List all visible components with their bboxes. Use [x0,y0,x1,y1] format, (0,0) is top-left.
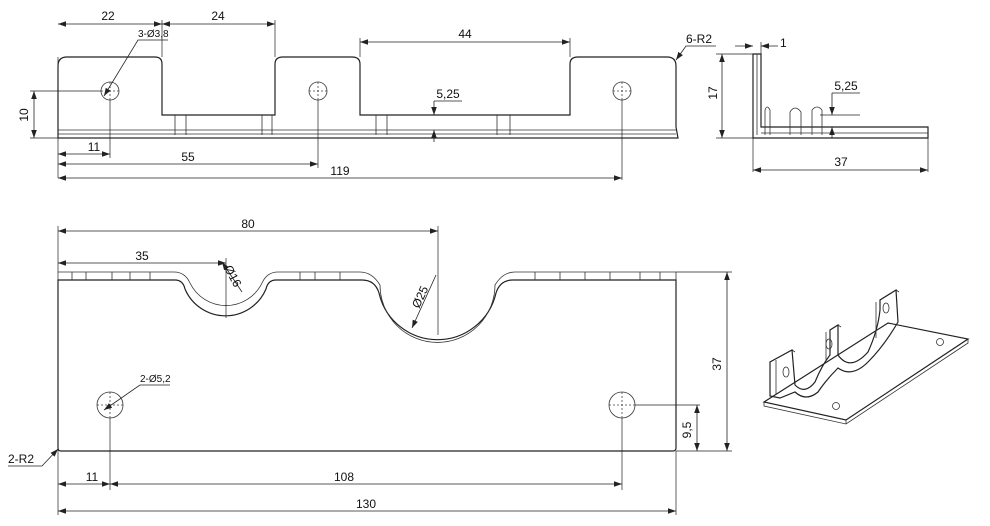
radius-leader-front [675,45,716,61]
dim-5-25-label: 5,25 [436,87,460,101]
dim-11-label: 11 [88,140,101,154]
side-view-outline [752,53,929,139]
hole-note-top: 2-Ø5,2 [140,374,171,385]
front-view: 22 24 44 10 11 55 119 5,25 3-Ø3,8 6-R2 [17,9,716,181]
radius-note-front: 6-R2 [686,32,712,46]
top-view-extension-lines [57,226,732,515]
iso-base-thickness [763,339,969,425]
dim-130-label: 130 [356,497,376,511]
front-view-holes [100,81,632,101]
dim-35-label: 35 [135,249,149,263]
hole-note-front: 3-Ø3,8 [138,29,169,40]
dim-24-label: 24 [211,9,225,23]
front-view-outline [57,56,679,139]
dim-16-label: Ø16 [221,263,244,290]
dim-37-top-label: 37 [710,357,724,371]
iso-strap-edges [775,289,900,394]
iso-hole-b [936,338,944,346]
top-view-holes [96,391,636,419]
iso-base-plate [762,322,970,421]
dim-108-label: 108 [334,470,354,484]
hole-leader-front [103,39,168,97]
dim-9-5-label: 9,5 [680,421,694,438]
top-view-flange-ticks [71,272,661,280]
iso-strap-holes [782,302,890,378]
front-view-base-plate [58,129,678,139]
front-view-strap-bends [174,115,511,135]
iso-clamp-strap [769,288,899,399]
dim-44-label: 44 [458,27,472,41]
side-view-extension-lines [716,42,929,172]
dim-1-label: 1 [780,36,787,50]
dim-16-leader [221,261,243,293]
hole-leader-top [103,384,170,411]
dim-119-label: 119 [330,164,349,178]
dim-25-leader [411,274,437,329]
isometric-view [762,288,970,425]
dim-10-label: 10 [17,108,31,122]
dim-17-label: 17 [706,86,720,100]
dim-22-label: 22 [101,9,115,23]
side-view: 1 17 5,25 37 [706,36,929,173]
iso-hole-a [832,402,840,410]
radius-leader-top [8,448,59,467]
dim-25-label: Ø25 [409,283,431,310]
dim-5-25-side-label: 5,25 [834,79,858,93]
side-view-strap [756,54,928,135]
front-view-extension-lines [30,20,623,180]
radius-note-top: 2-R2 [8,452,34,466]
top-view-outline [57,279,677,452]
dim-11-top-label: 11 [86,470,99,484]
dim-37-side-label: 37 [834,155,848,169]
dim-80-label: 80 [241,217,255,231]
dim-55-label: 55 [181,150,195,164]
top-view-flange [58,271,677,343]
top-view: 80 35 Ø16 Ø25 37 9,5 11 108 130 2-Ø5,2 2… [8,217,732,515]
